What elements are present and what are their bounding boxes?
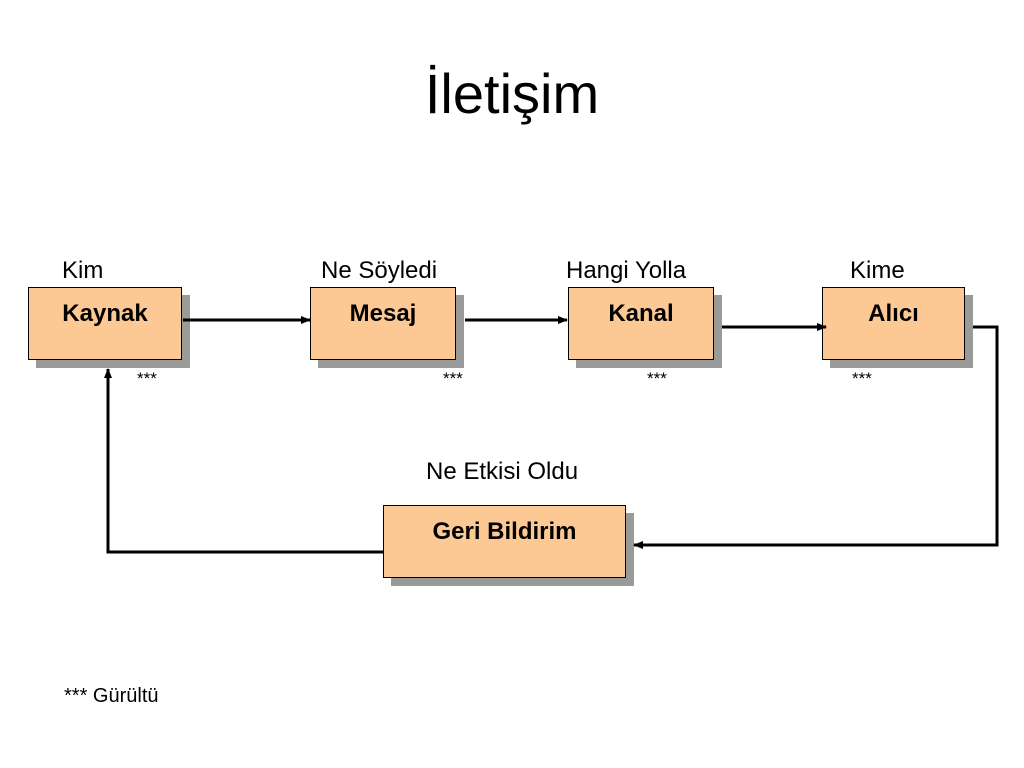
- label-kime: Kime: [850, 257, 905, 284]
- mesaj-box: Mesaj: [310, 287, 456, 360]
- noise-legend: *** Gürültü: [64, 685, 159, 707]
- kaynak-box: Kaynak: [28, 287, 182, 360]
- label-kim: Kim: [62, 257, 104, 284]
- noise-mark-kanal: ***: [647, 369, 667, 388]
- label-ne-soyledi: Ne Söyledi: [321, 257, 438, 284]
- label-ne-etkisi-oldu: Ne Etkisi Oldu: [426, 458, 579, 485]
- page-title: İletişim: [424, 62, 600, 125]
- geri-bildirim-box: Geri Bildirim: [383, 505, 626, 578]
- arrow-geri-bildirim-to-kaynak: [104, 368, 383, 554]
- noise-mark-alici: ***: [852, 369, 872, 388]
- noise-mark-kaynak: ***: [137, 369, 157, 388]
- kanal-box: Kanal: [568, 287, 714, 360]
- label-hangi-yolla: Hangi Yolla: [566, 257, 687, 284]
- noise-mark-mesaj: ***: [443, 369, 463, 388]
- arrow-alici-to-geri-bildirim: [633, 325, 999, 549]
- alici-box: Alıcı: [822, 287, 965, 360]
